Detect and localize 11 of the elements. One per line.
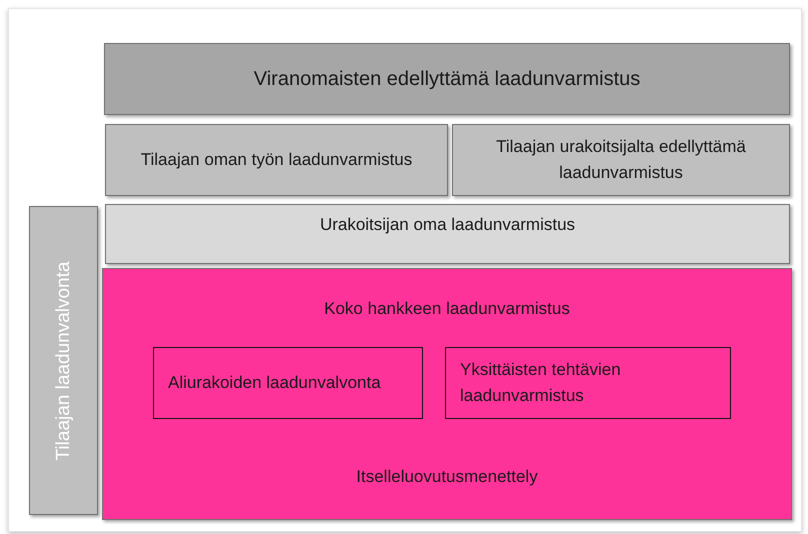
group-box xyxy=(102,268,792,520)
process-box: Tilaajan urakoitsijalta edellyttämä laadunvarmistus xyxy=(452,124,790,196)
vertical-label: Tilaajan laadunvalvonta xyxy=(52,261,74,460)
group-footer: Itselleluovutusmenettely xyxy=(103,465,791,489)
process-box: Urakoitsijan oma laadunvarmistus xyxy=(105,204,790,264)
header-box: Viranomaisten edellyttämä laadunvarmistus xyxy=(104,43,790,115)
process-box: Tilaajan oman työn laadunvarmistus xyxy=(105,124,448,196)
side-bar xyxy=(29,206,98,515)
process-box: Aliurakoiden laadunvalvonta xyxy=(153,347,423,419)
group-title: Koko hankkeen laadunvarmistus xyxy=(323,298,571,320)
process-box: Yksittäisten tehtävien laadunvarmistus xyxy=(445,347,731,419)
